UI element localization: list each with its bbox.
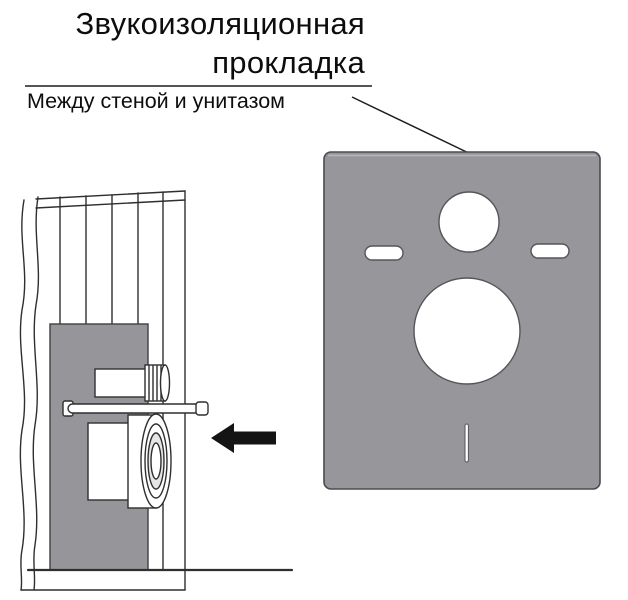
inlet-pipe [94,364,171,402]
hole-slot-left [364,245,404,261]
hole-top-circle [438,191,500,253]
inlet-pipe-end-face [159,364,171,402]
hole-slot-right [530,243,570,259]
gasket-panel [323,151,601,490]
subtitle-label: Между стеной и унитазом [27,89,285,113]
outlet-pipe-body [87,422,136,501]
outlet-pipe [87,413,172,509]
hole-large-circle [413,277,521,385]
rail-right-pin [195,401,209,416]
rail-bar [67,403,207,414]
left-arrow-icon [211,423,276,453]
outlet-opening [150,442,162,480]
bottom-slit [464,423,469,463]
page-title-line2: прокладка [212,45,365,80]
wall-top-edge-2 [35,199,186,209]
inlet-pipe-body [94,368,148,398]
page-title: Звукоизоляционная прокладка [20,4,365,82]
break-edge-inner [32,196,40,591]
mounting-rail [62,400,209,417]
installation-drawing [19,190,294,591]
break-edge-outer [19,199,26,591]
wall-top-edge-1 [35,190,186,200]
leader-line [351,96,478,158]
page-title-line1: Звукоизоляционная [75,6,365,41]
